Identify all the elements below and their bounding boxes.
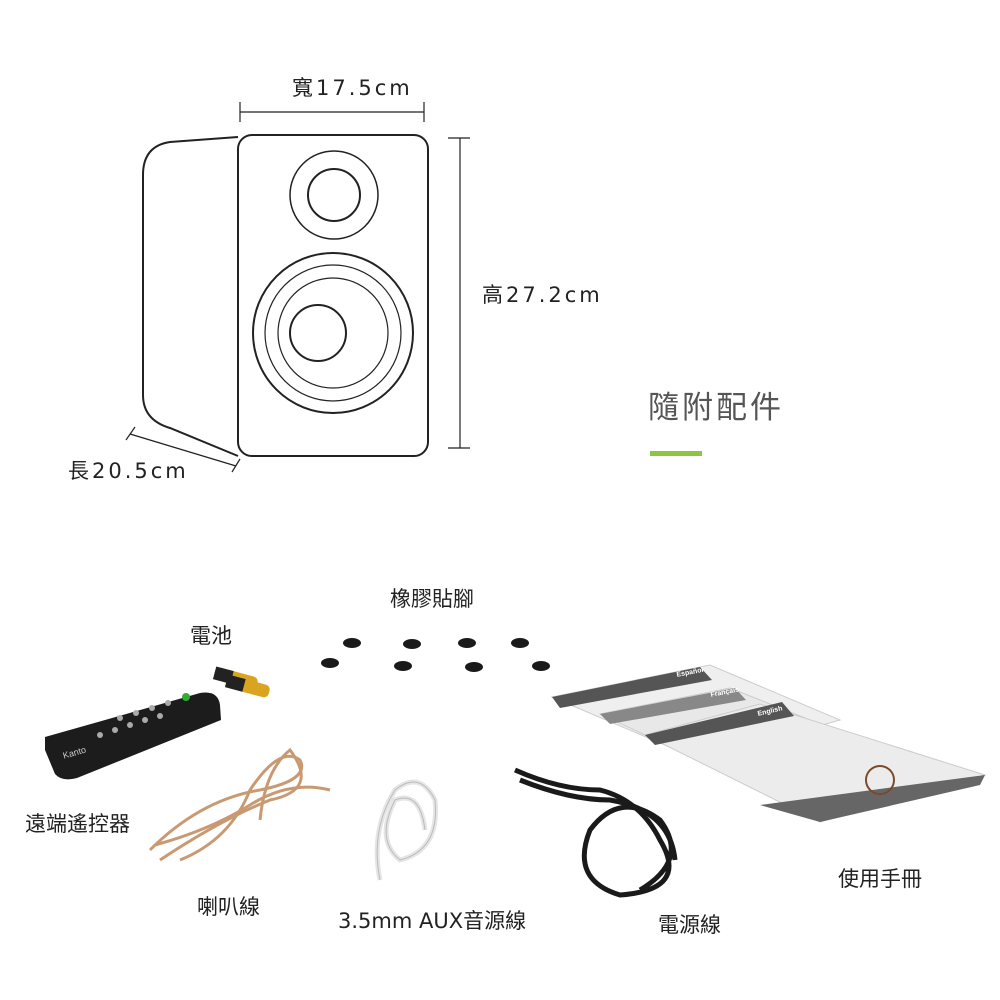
depth-dimension-label: 長20.5cm (68, 459, 189, 483)
label-battery: 電池 (190, 624, 232, 648)
dimension-lines (125, 102, 470, 473)
aux-cable-outline (376, 781, 437, 881)
title-accent-bar (650, 451, 702, 456)
batteries (212, 666, 270, 698)
speaker-line-drawing (142, 134, 429, 457)
label-speaker-wire: 喇叭線 (197, 895, 260, 919)
height-dimension-label: 高27.2cm (482, 283, 603, 307)
label-aux-cable: 3.5mm AUX音源線 (338, 909, 527, 933)
label-power-cable: 電源線 (658, 913, 721, 937)
remote-control (45, 692, 221, 780)
power-cable (513, 767, 678, 898)
rubber-feet (321, 638, 550, 672)
speaker-wire (148, 747, 331, 862)
label-rubber-feet: 橡膠貼腳 (390, 587, 474, 611)
label-manual: 使用手冊 (838, 867, 922, 891)
user-manuals (550, 664, 987, 823)
section-title: 隨附配件 (648, 390, 784, 426)
label-remote: 遠端遙控器 (25, 812, 130, 836)
width-dimension-label: 寬17.5cm (292, 76, 413, 100)
